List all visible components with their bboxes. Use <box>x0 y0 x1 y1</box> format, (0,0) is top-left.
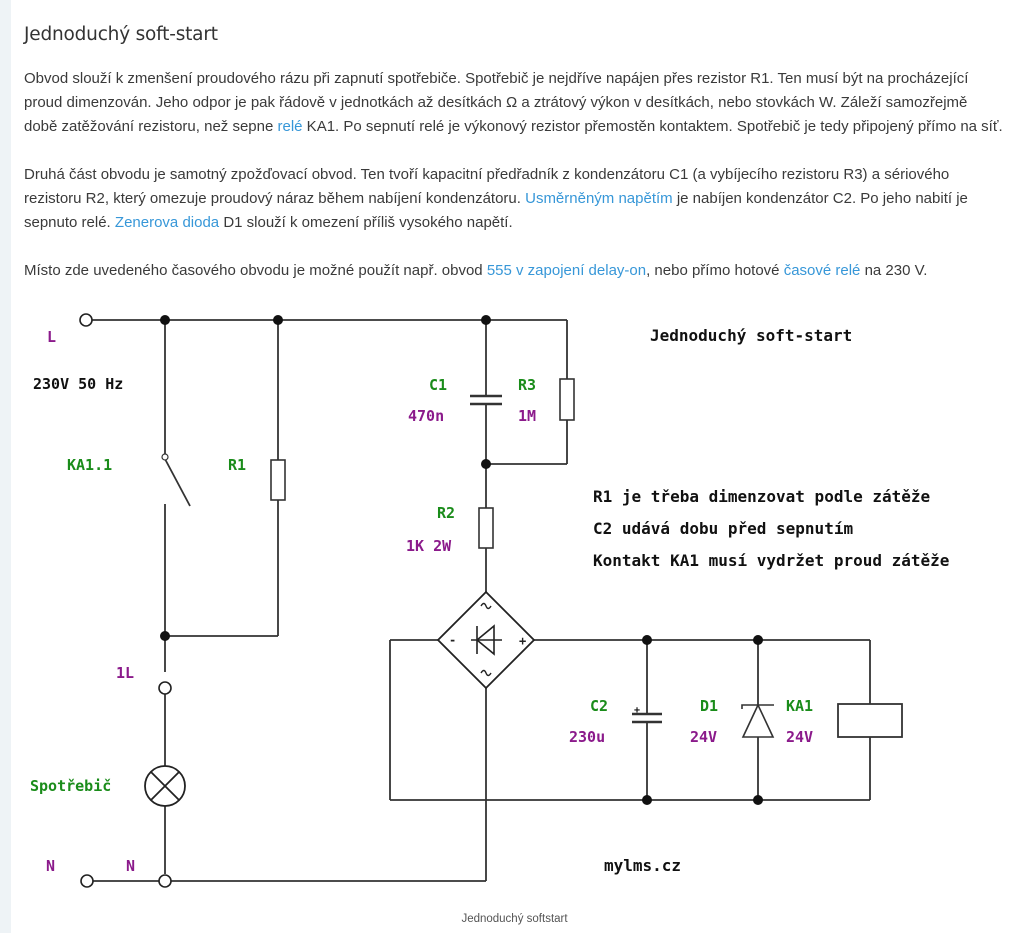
label-ka1-1: KA1.1 <box>67 456 112 474</box>
junction-dots <box>160 315 763 805</box>
junction-dot <box>481 459 491 469</box>
label-c1-value: 470n <box>408 407 444 425</box>
paragraph-text: , nebo přímo hotové <box>646 262 784 279</box>
resistor-r3 <box>559 378 575 421</box>
label-1l: 1L <box>116 664 134 682</box>
label-r3-value: 1M <box>518 407 536 425</box>
resistor-r2 <box>478 507 494 549</box>
schematic-note: Kontakt KA1 musí vydržet proud zátěže <box>593 551 949 570</box>
paragraph-text: Místo zde uvedeného časového obvodu je m… <box>24 262 487 279</box>
terminal-l <box>79 313 93 327</box>
terminal-1l <box>158 681 172 695</box>
junction-dot <box>753 635 763 645</box>
label-c1: C1 <box>429 376 447 394</box>
paragraph-delay-circuit: Druhá část obvodu je samotný zpožďovací … <box>24 163 1004 235</box>
terminal-n-left <box>80 874 94 888</box>
label-ka1: KA1 <box>786 697 813 715</box>
schematic-note: C2 udává dobu před sepnutím <box>593 519 853 538</box>
figure-caption: Jednoduchý softstart <box>461 913 568 925</box>
paragraph-text: na 230 V. <box>860 262 928 279</box>
label-ka1-value: 24V <box>786 728 813 746</box>
inline-link[interactable]: 555 v zapojení delay-on <box>486 262 647 279</box>
inline-link[interactable]: Usměrněným napětím <box>525 190 673 207</box>
label-c2-value: 230u <box>569 728 605 746</box>
bridge-plus-label: + <box>519 634 526 648</box>
schematic-diagram: - + L 230V 50 Hz KA1.1 R1 <box>30 313 949 888</box>
label-c2: C2 <box>590 697 608 715</box>
zener-diode-d1 <box>741 703 775 738</box>
label-l: L <box>47 328 56 346</box>
paragraph-alternatives: Místo zde uvedeného časového obvodu je m… <box>24 259 1004 283</box>
lamp-load-symbol <box>144 765 186 807</box>
paragraph-text: je nabíjen kondenzátor C2. Po jeho nabit… <box>24 190 968 231</box>
schematic-credit: mylms.cz <box>604 856 681 875</box>
junction-dot <box>273 315 283 325</box>
junction-dot <box>753 795 763 805</box>
label-d1-value: 24V <box>690 728 717 746</box>
schematic-note: R1 je třeba dimenzovat podle zátěže <box>593 487 930 506</box>
paragraph-text: Druhá část obvodu je samotný zpožďovací … <box>24 166 950 207</box>
junction-dot <box>642 635 652 645</box>
capacitor-c2 <box>632 712 662 724</box>
terminal-n-right <box>158 874 172 888</box>
ac-tilde-bottom <box>480 669 492 677</box>
bridge-minus-label: - <box>449 633 456 647</box>
junction-dot <box>160 631 170 641</box>
switch-ka1-1-pivot <box>161 453 169 461</box>
article: Jednoduchý soft-start Obvod slouží k zme… <box>11 0 1018 933</box>
inline-link[interactable]: Zenerova dioda <box>114 214 220 231</box>
terminals <box>79 313 172 888</box>
label-r2-value: 1K 2W <box>406 537 452 555</box>
paragraph-text: D1 slouží k omezení příliš vysokého napě… <box>219 214 513 231</box>
label-supply: 230V 50 Hz <box>33 375 123 393</box>
label-r2: R2 <box>437 504 455 522</box>
schematic-title: Jednoduchý soft-start <box>650 326 852 345</box>
label-d1: D1 <box>700 697 718 715</box>
c2-polarity-label: + <box>634 705 640 716</box>
paragraph-text: KA1. Po sepnutí relé je výkonový rezisto… <box>302 118 1003 135</box>
label-load: Spotřebič <box>30 777 111 795</box>
label-n-right: N <box>126 857 135 875</box>
bridge-rectifier: - + <box>436 590 536 690</box>
label-r3: R3 <box>518 376 536 394</box>
junction-dot <box>481 315 491 325</box>
junction-dot <box>642 795 652 805</box>
junction-dot <box>160 315 170 325</box>
article-title: Jednoduchý soft-start <box>24 24 218 45</box>
relay-coil-ka1 <box>837 703 903 738</box>
paragraph-text: Obvod slouží k zmenšení proudového rázu … <box>24 70 969 135</box>
inline-link[interactable]: časové relé <box>783 262 861 279</box>
capacitor-c1 <box>470 394 502 406</box>
ac-tilde-top <box>480 602 492 610</box>
label-r1: R1 <box>228 456 246 474</box>
label-n-left: N <box>46 857 55 875</box>
inline-link[interactable]: relé <box>277 118 303 135</box>
resistor-r1 <box>270 459 286 501</box>
paragraph-intro: Obvod slouží k zmenšení proudového rázu … <box>24 67 1004 139</box>
